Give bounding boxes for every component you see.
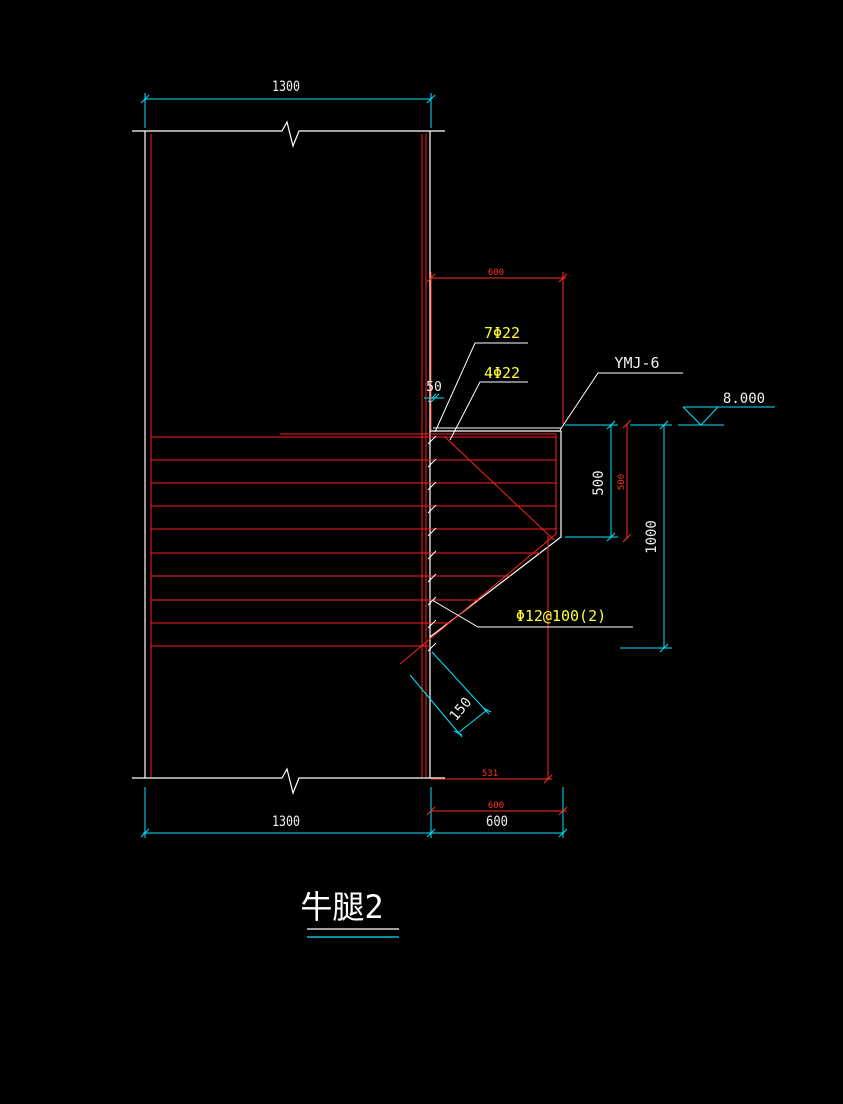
elevation-triangle bbox=[682, 406, 720, 426]
dim-tick bbox=[659, 420, 669, 430]
dim-tick bbox=[558, 828, 568, 838]
dim-text-500-small: 500 bbox=[617, 474, 627, 490]
dim-ext bbox=[409, 674, 463, 738]
drawing-title: 牛腿2 bbox=[300, 888, 383, 926]
dim-150 bbox=[457, 709, 488, 734]
corbel-outline bbox=[429, 430, 562, 638]
leader-lines bbox=[431, 342, 683, 628]
dim-tick bbox=[558, 273, 568, 283]
anchor-ticks bbox=[427, 435, 437, 652]
annotation-texts: 7Φ22 4Φ22 Φ12@100(2) bbox=[484, 324, 606, 625]
corbel-inner-diagonal bbox=[444, 436, 555, 541]
dimension-lines bbox=[140, 93, 775, 838]
anchor-tick bbox=[427, 458, 437, 468]
dim-text-bottom-1300: 1300 bbox=[272, 814, 300, 830]
dim-text-600-top: 600 bbox=[488, 268, 504, 278]
dim-text-1000: 1000 bbox=[644, 520, 660, 554]
leader-4phi22 bbox=[449, 381, 528, 441]
dim-tick bbox=[622, 533, 632, 543]
red-dimensions bbox=[426, 272, 632, 816]
dim-text-top-1300: 1300 bbox=[272, 79, 300, 95]
dim-tick bbox=[606, 532, 616, 542]
label-ymj6: YMJ-6 bbox=[614, 354, 659, 372]
dim-tick bbox=[426, 828, 436, 838]
dim-tick bbox=[558, 806, 568, 816]
dim-tick bbox=[426, 806, 436, 816]
column-outline bbox=[132, 120, 562, 795]
dim-tick bbox=[482, 707, 492, 713]
corbel-sloped-bar bbox=[399, 533, 557, 665]
dim-text-500: 500 bbox=[591, 470, 607, 495]
dim-tick bbox=[426, 273, 436, 283]
label-stirrup: Φ12@100(2) bbox=[516, 607, 606, 625]
dim-tick bbox=[426, 94, 436, 104]
dim-tick bbox=[140, 94, 150, 104]
anchor-tick bbox=[427, 435, 437, 445]
dim-tick bbox=[622, 419, 632, 429]
dim-ext bbox=[431, 651, 490, 715]
red-dimension-texts: 600 500 531 600 bbox=[482, 268, 627, 811]
top-break-line bbox=[132, 120, 445, 148]
anchor-tick bbox=[427, 619, 437, 629]
dim-tick bbox=[453, 730, 463, 736]
dim-tick bbox=[427, 393, 437, 403]
dim-tick bbox=[543, 774, 553, 784]
dim-text-50: 50 bbox=[426, 380, 442, 395]
rebar-group bbox=[150, 134, 557, 779]
leader-stirrup bbox=[431, 599, 633, 628]
dim-tick bbox=[430, 393, 440, 403]
dim-tick bbox=[659, 643, 669, 653]
label-7phi22: 7Φ22 bbox=[484, 324, 520, 342]
dim-text-600-bottom-red: 600 bbox=[488, 801, 504, 811]
dim-tick bbox=[606, 420, 616, 430]
bottom-break-line bbox=[132, 767, 445, 795]
label-4phi22: 4Φ22 bbox=[484, 364, 520, 382]
anchor-tick bbox=[427, 573, 437, 583]
dim-text-bottom-600: 600 bbox=[486, 814, 508, 830]
anchor-tick bbox=[427, 596, 437, 606]
anchor-tick bbox=[427, 527, 437, 537]
anchor-tick bbox=[427, 504, 437, 514]
dim-text-531: 531 bbox=[482, 769, 498, 779]
elevation-text: 8.000 bbox=[723, 391, 765, 407]
anchor-tick bbox=[427, 550, 437, 560]
anchor-tick bbox=[427, 481, 437, 491]
anchor-tick bbox=[427, 642, 437, 652]
leader-7phi22 bbox=[434, 342, 528, 433]
leader-ymj6 bbox=[559, 372, 683, 431]
dim-tick bbox=[140, 828, 150, 838]
